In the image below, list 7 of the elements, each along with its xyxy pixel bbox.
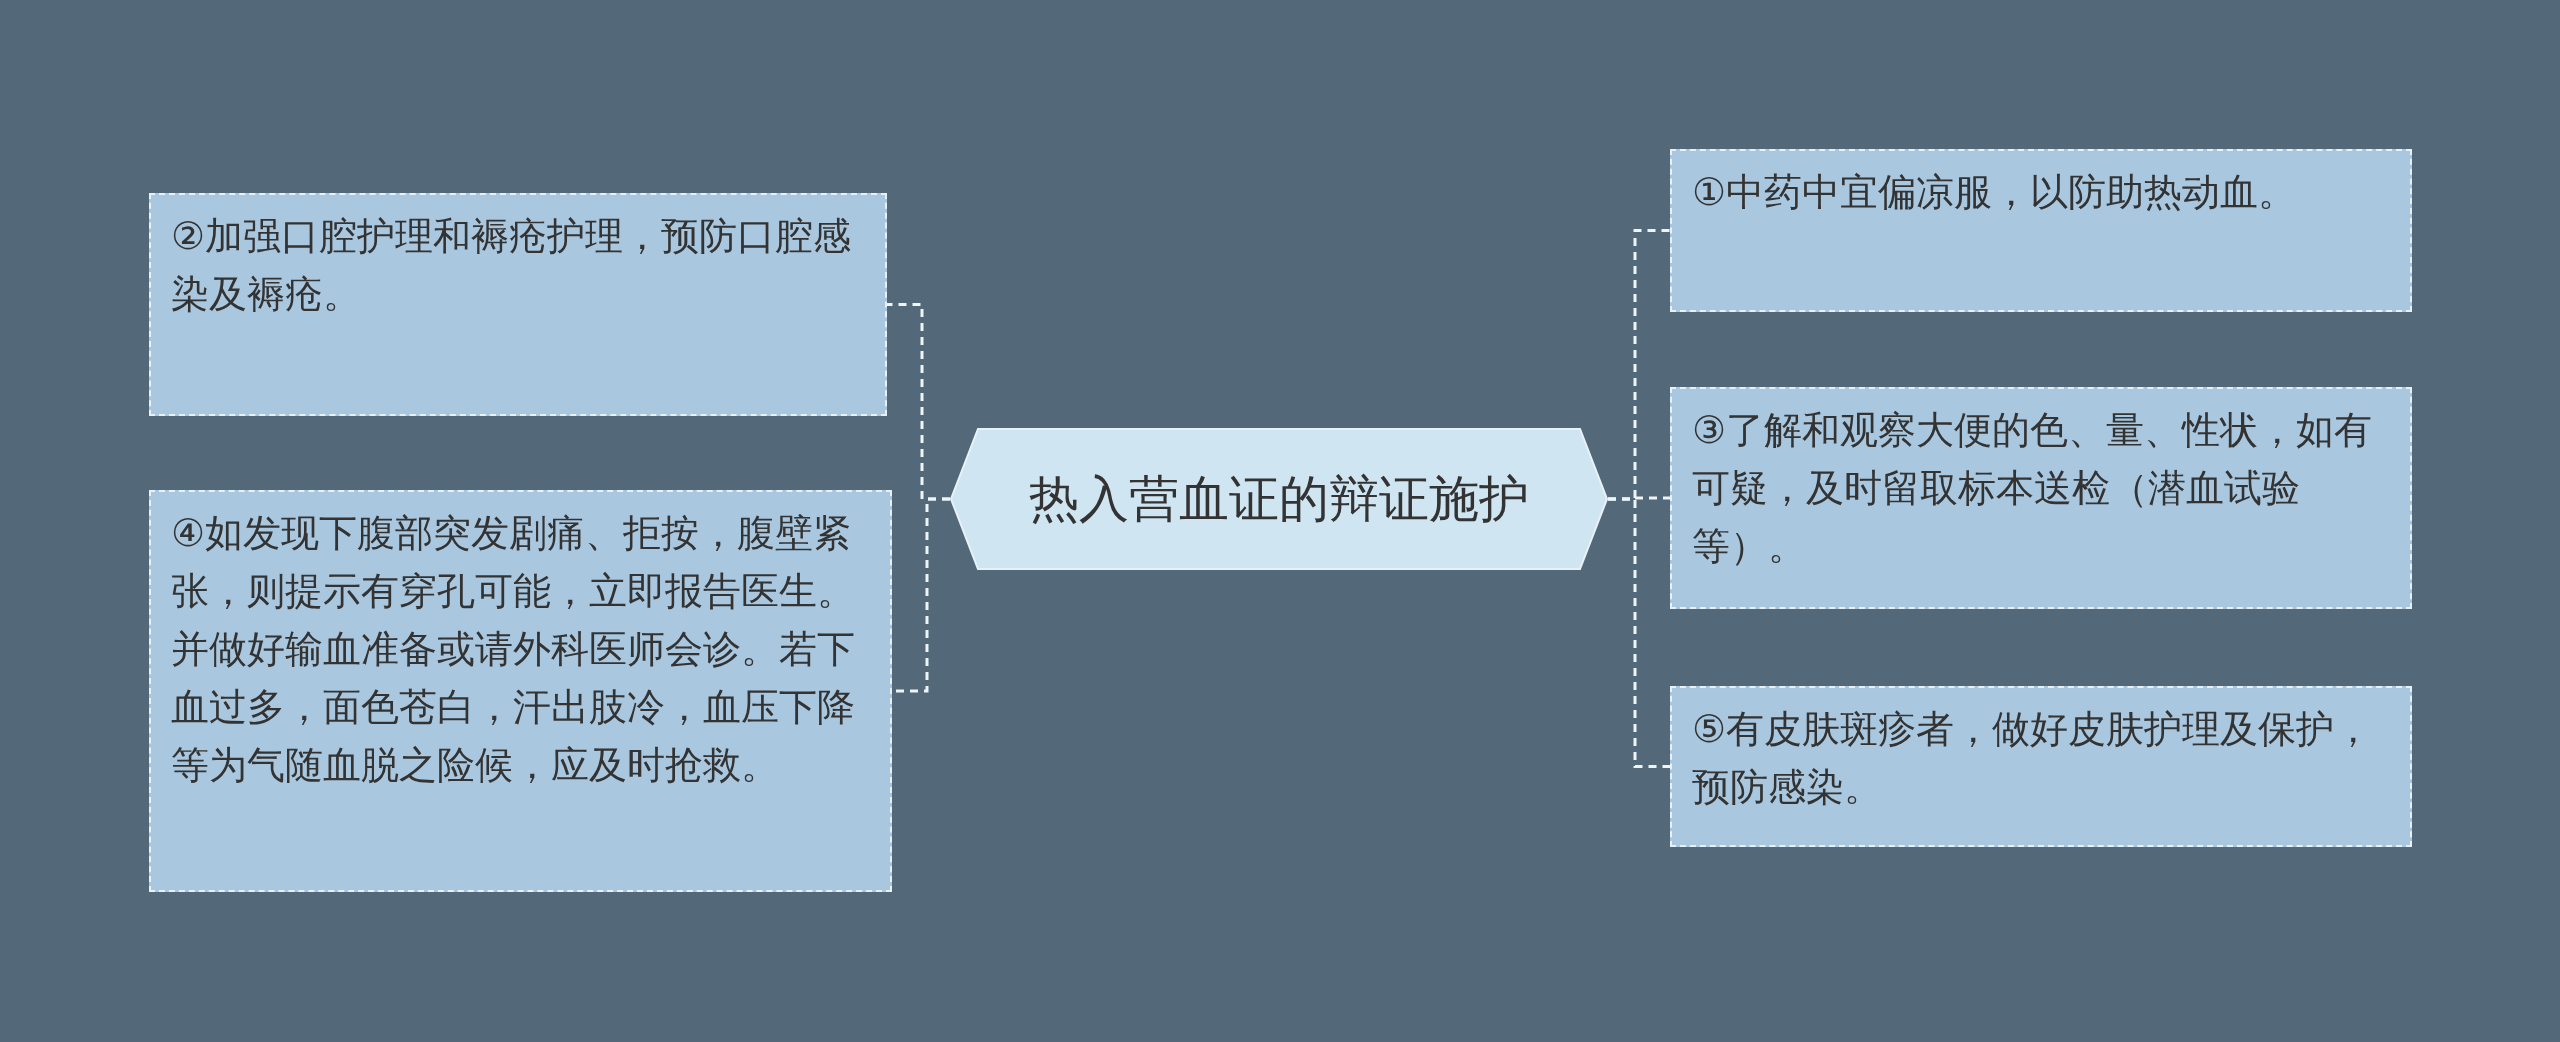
topic-box: ⑤有皮肤斑疹者，做好皮肤护理及保护，预防感染。 — [1670, 686, 2412, 847]
topic-box: ②加强口腔护理和褥疮护理，预防口腔感染及褥疮。 — [149, 193, 887, 416]
topic-box: ④如发现下腹部突发剧痛、拒按，腹壁紧张，则提示有穿孔可能，立即报告医生。并做好输血准备或请外科医师会诊。若下血过多，面色苍白，汗出肢冷，血压下降等为气随血脱之险候，应及时抢救。 — [149, 490, 892, 892]
hexagon-node: 热入营血证的辩证施护 — [950, 428, 1608, 570]
connector-line — [1608, 497, 1670, 768]
topic-box: ③了解和观察大便的色、量、性状，如有可疑，及时留取标本送检（潜血试验等）。 — [1670, 387, 2412, 609]
topic-box: ①中药中宜偏凉服，以防助热动血。 — [1670, 149, 2412, 312]
